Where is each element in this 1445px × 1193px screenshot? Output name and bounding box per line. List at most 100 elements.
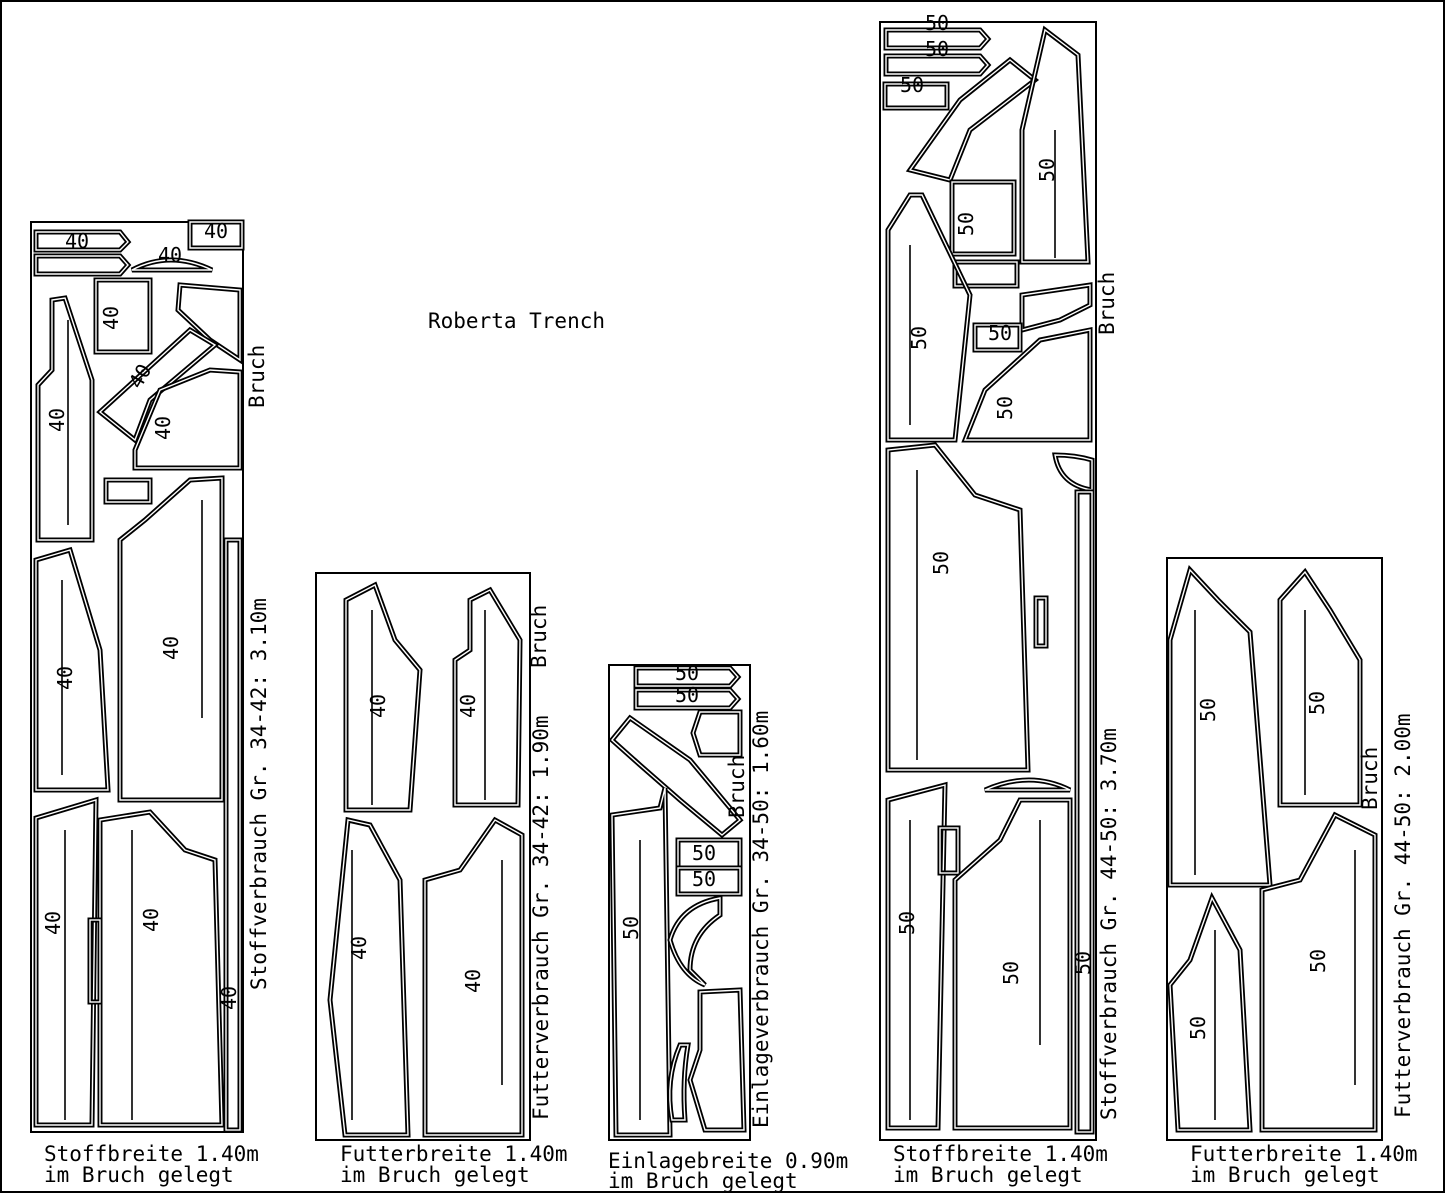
size-label: 50: [988, 321, 1012, 345]
pattern-piece-inner-line: [984, 779, 1071, 791]
pattern-title: Roberta Trench: [428, 309, 605, 333]
fabric-width-label: Futterbreite 1.40m: [1190, 1142, 1418, 1166]
pattern-piece: [885, 442, 1031, 773]
fabric-boundary: [315, 572, 531, 1141]
pattern-piece-inner-line: [635, 667, 739, 687]
pattern-piece-inner-line: [954, 799, 1071, 1129]
pattern-piece: [97, 809, 225, 1128]
size-label: 40: [53, 666, 77, 690]
pattern-piece-inner-line: [105, 479, 151, 503]
size-label: 40: [99, 306, 123, 330]
fabric-usage-label: Stoffverbrauch Gr. 44-50: 3.70m: [1097, 728, 1121, 1120]
size-label: 50: [954, 212, 978, 236]
pattern-piece-inner-line: [99, 811, 223, 1126]
fabric-usage-label: Stoffverbrauch Gr. 34-42: 3.10m: [247, 598, 271, 990]
pattern-piece: [1167, 891, 1253, 1133]
pattern-piece: [609, 787, 673, 1138]
pattern-piece: [327, 816, 411, 1138]
size-label: 50: [619, 916, 643, 940]
fabric-usage-label: Futterverbrauch Gr. 44-50: 2.00m: [1391, 713, 1415, 1118]
size-label: 40: [151, 416, 175, 440]
pattern-piece-inner-line: [35, 799, 97, 1126]
layout-1-fabric-34-42: 40 40 40 40 40 40 40 40 40 40 40 40 Bruc…: [30, 219, 271, 1187]
pattern-piece: [1019, 282, 1093, 334]
fabric-usage-label: Einlageverbrauch Gr. 34-50: 1.60m: [749, 711, 773, 1128]
size-label: 40: [456, 694, 480, 718]
pattern-piece: [1277, 567, 1363, 808]
size-label: 50: [692, 841, 716, 865]
fabric-width-label: Stoffbreite 1.40m: [44, 1142, 259, 1166]
pattern-piece-inner-line: [424, 819, 523, 1136]
size-label: 50: [1305, 691, 1329, 715]
pattern-piece-inner-line: [1076, 491, 1093, 1133]
fabric-boundary: [1166, 557, 1383, 1141]
pattern-piece-inner-line: [908, 59, 1037, 181]
fabric-width-label: Stoffbreite 1.40m: [893, 1142, 1108, 1166]
pattern-piece: [885, 781, 948, 1131]
pattern-piece-inner-line: [887, 784, 946, 1129]
pattern-piece-inner-line: [669, 1044, 689, 1121]
pattern-piece-inner-line: [189, 221, 243, 249]
fold-label: Bruch: [527, 605, 551, 668]
pattern-piece: [1033, 595, 1049, 649]
size-label: 50: [929, 551, 953, 575]
pattern-piece: [905, 56, 1040, 183]
pattern-piece-inner-line: [611, 787, 671, 1136]
size-label: 50: [900, 73, 924, 97]
size-label: 40: [461, 969, 485, 993]
pattern-piece-inner-line: [98, 329, 217, 442]
pattern-piece-inner-line: [134, 369, 241, 469]
pattern-piece-inner-line: [1054, 454, 1093, 491]
pattern-piece-inner-line: [963, 329, 1091, 441]
size-label: 40: [347, 936, 371, 960]
fabric-boundary: [608, 664, 751, 1141]
pattern-piece-inner-line: [37, 297, 93, 541]
size-label: 40: [159, 636, 183, 660]
pattern-piece-inner-line: [689, 989, 745, 1131]
pattern-piece: [667, 895, 723, 988]
pattern-piece-inner-line: [1261, 814, 1376, 1131]
fold-label: Bruch: [1358, 747, 1382, 810]
fabric-boundary: [30, 221, 244, 1133]
size-label: 40: [158, 243, 182, 267]
pattern-piece-inner-line: [35, 255, 129, 275]
pattern-piece-inner-line: [884, 83, 948, 109]
pattern-piece-inner-line: [1169, 568, 1271, 886]
size-label: 40: [204, 219, 228, 243]
size-label: 50: [675, 683, 699, 707]
pattern-piece: [667, 1042, 691, 1123]
pattern-piece-inner-line: [1021, 284, 1091, 331]
pattern-piece-inner-line: [885, 55, 989, 75]
pattern-piece-inner-line: [887, 194, 971, 441]
size-label: 50: [692, 867, 716, 891]
pattern-piece-inner-line: [939, 827, 959, 874]
fold-label: Bruch: [245, 345, 269, 408]
pattern-piece-inner-line: [692, 711, 741, 756]
size-label: 40: [139, 908, 163, 932]
pattern-piece: [223, 537, 243, 1133]
pattern-piece: [608, 714, 744, 839]
pattern-piece-inner-line: [35, 549, 109, 791]
size-label: 40: [45, 408, 69, 432]
pattern-piece: [33, 253, 132, 277]
layout-2-lining-34-42: 40 40 40 40 Bruch Futterverbrauch Gr. 34…: [315, 572, 568, 1187]
size-label: 50: [1035, 158, 1059, 182]
fold-note: im Bruch gelegt: [608, 1169, 798, 1193]
pattern-piece-inner-line: [954, 261, 1018, 287]
pattern-piece-inner-line: [1279, 570, 1361, 806]
fold-label: Bruch: [725, 755, 749, 818]
size-label: 40: [41, 911, 65, 935]
pattern-piece-inner-line: [95, 279, 151, 353]
pattern-piece-inner-line: [454, 589, 521, 806]
pattern-piece-inner-line: [89, 919, 101, 1003]
pattern-piece: [690, 709, 743, 758]
pattern-piece-inner-line: [329, 819, 409, 1136]
layout-4-fabric-44-50: 50 50 50 50 50 50 50 50 50 50 50 50 Bruc…: [879, 11, 1121, 1187]
fabric-width-label: Einlagebreite 0.90m: [608, 1149, 848, 1173]
fold-note: im Bruch gelegt: [893, 1163, 1083, 1187]
fabric-width-label: Futterbreite 1.40m: [340, 1142, 568, 1166]
pattern-piece-inner-line: [1169, 896, 1251, 1131]
